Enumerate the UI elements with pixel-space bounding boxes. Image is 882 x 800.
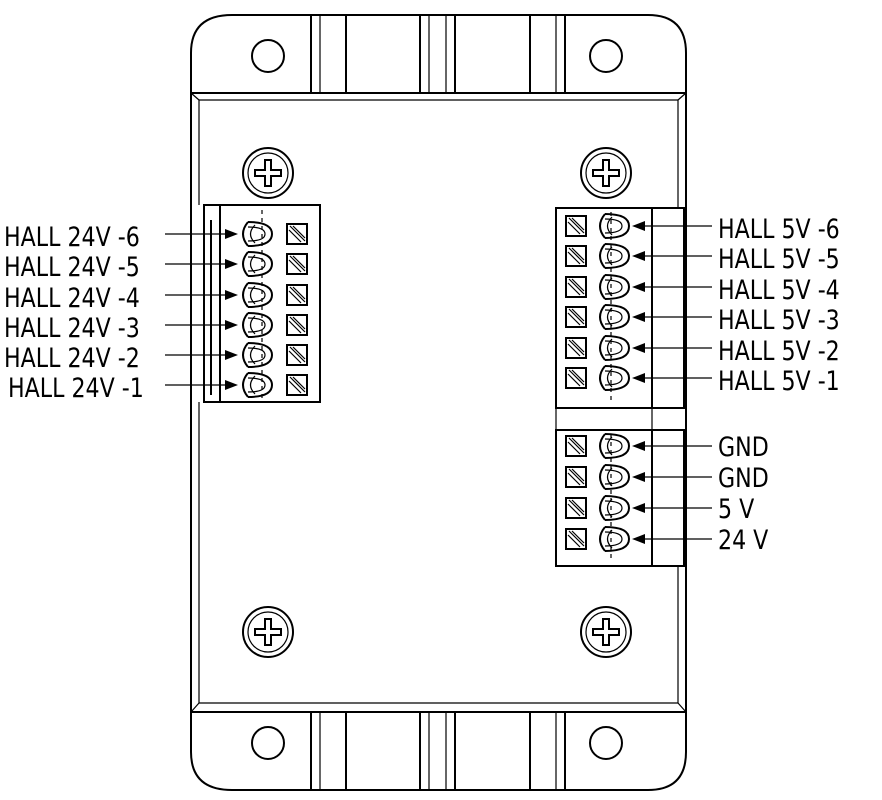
right-top-terminal-row — [565, 213, 712, 239]
label-hall-5v-2: HALL 5V -2 — [718, 335, 840, 367]
right-top-labels: HALL 5V -6 HALL 5V -5 HALL 5V -4 HALL 5V… — [718, 213, 840, 397]
bottom-mounting-flange — [190, 702, 687, 791]
label-gnd-2: GND — [718, 462, 769, 494]
label-hall-5v-4: HALL 5V -4 — [718, 274, 840, 306]
right-top-terminal-row — [565, 304, 712, 330]
mounting-hole-bottom-right — [589, 726, 623, 760]
label-hall-5v-5: HALL 5V -5 — [718, 243, 840, 275]
left-terminal-row — [165, 282, 308, 308]
mounting-hole-bottom-left — [251, 726, 285, 760]
right-bottom-terminal-row — [565, 464, 712, 490]
label-hall-24v-5: HALL 24V -5 — [4, 251, 140, 283]
label-hall-24v-2: HALL 24V -2 — [4, 342, 140, 374]
right-bottom-terminal-row — [565, 526, 712, 552]
label-hall-24v-6: HALL 24V -6 — [4, 221, 140, 253]
enclosure-outline — [190, 14, 687, 791]
right-top-terminal-row — [565, 365, 712, 391]
right-bottom-terminal-row — [565, 433, 712, 459]
left-terminal-row — [165, 221, 308, 247]
screw-top-right — [580, 147, 632, 199]
label-hall-5v-6: HALL 5V -6 — [718, 213, 840, 245]
left-terminal-row — [165, 372, 308, 398]
screw-bottom-right — [580, 606, 632, 658]
label-gnd-1: GND — [718, 431, 769, 463]
label-hall-5v-1: HALL 5V -1 — [718, 365, 840, 397]
screw-bottom-left — [242, 606, 294, 658]
right-terminal-block-bottom — [555, 408, 712, 567]
left-labels: HALL 24V -6 HALL 24V -5 HALL 24V -4 HALL… — [4, 221, 144, 404]
left-terminal-block — [165, 204, 321, 403]
screw-top-left — [242, 147, 294, 199]
right-top-terminal-row — [565, 274, 712, 300]
label-24v: 24 V — [718, 524, 768, 556]
left-terminal-row — [165, 312, 308, 338]
mounting-hole-top-right — [589, 39, 623, 73]
left-terminal-row — [165, 251, 308, 277]
right-top-terminal-row — [565, 335, 712, 361]
right-terminal-block-top — [555, 207, 712, 409]
right-bottom-labels: GND GND 5 V 24 V — [718, 431, 769, 556]
label-hall-24v-3: HALL 24V -3 — [4, 312, 140, 344]
left-terminal-row — [165, 342, 308, 368]
top-mounting-flange — [190, 14, 687, 101]
label-hall-24v-1: HALL 24V -1 — [8, 372, 144, 404]
label-5v: 5 V — [718, 493, 754, 525]
right-bottom-terminal-row — [565, 495, 712, 521]
label-hall-24v-4: HALL 24V -4 — [4, 282, 140, 314]
right-top-terminal-row — [565, 243, 712, 269]
mounting-hole-top-left — [251, 39, 285, 73]
label-hall-5v-3: HALL 5V -3 — [718, 304, 840, 336]
